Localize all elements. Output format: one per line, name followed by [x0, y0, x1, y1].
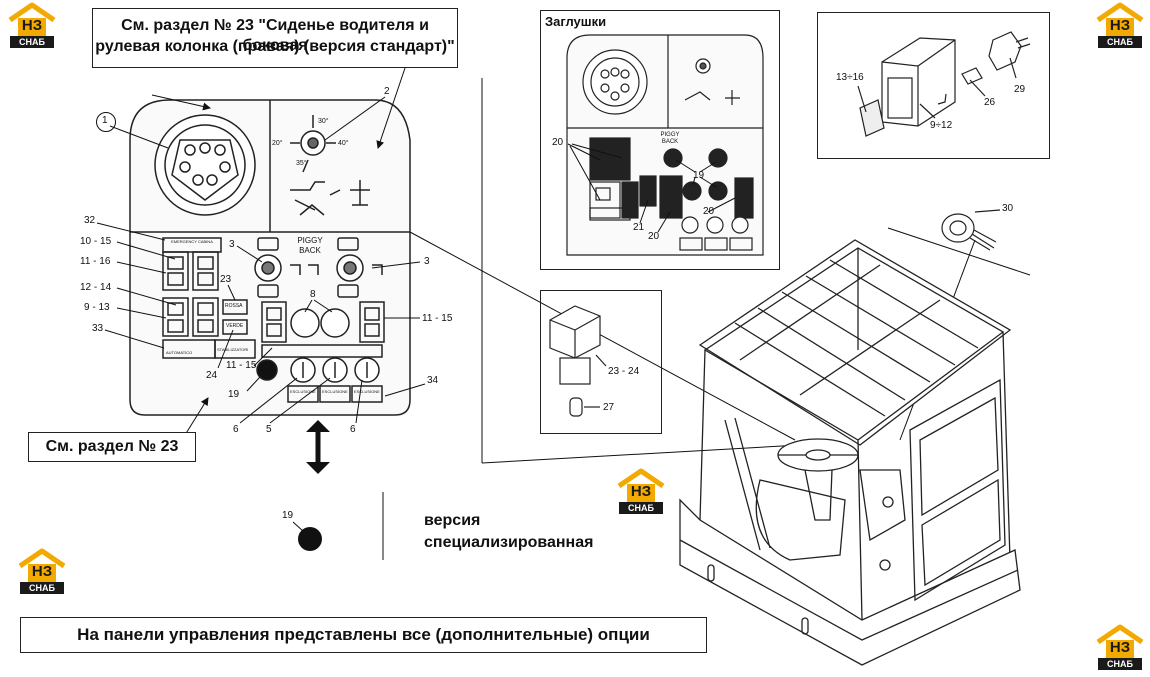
grommet-30-drawing	[941, 209, 1001, 251]
brand-logo-top-right: НЗ СНАБ	[1094, 2, 1146, 50]
panel-emergency-label: EMERGENCY CABINA	[164, 239, 220, 244]
angle-20: 20°	[272, 140, 283, 147]
callout-34: 34	[427, 375, 439, 386]
callout-33: 33	[92, 323, 104, 334]
panel-piggy-back-label: PIGGY BACK	[290, 236, 330, 256]
ref-seat-caption-box: См. раздел № 23 "Сиденье водителя и боко…	[92, 8, 458, 68]
knob-19-specialized	[292, 492, 384, 560]
callout-2: 2	[384, 86, 390, 97]
house-icon	[1096, 624, 1144, 670]
plugs-title: Заглушки	[545, 14, 607, 29]
logo-bottom-text: СНАБ	[19, 37, 45, 47]
callout-30: 30	[1002, 203, 1014, 214]
switch-callout-9-12: 9÷12	[930, 120, 953, 131]
panel-esclusione-3: ESCLUSIONE	[354, 389, 380, 394]
plugs-piggy-line2: BACK	[661, 139, 679, 145]
callout-23: 23	[220, 274, 232, 285]
piggy-line2: BACK	[299, 246, 321, 255]
switch-detail-box	[817, 12, 1050, 159]
callout-3a: 3	[229, 239, 235, 250]
control-panel-main	[129, 99, 411, 416]
plugs-piggy-back-label: PIGGY BACK	[655, 132, 685, 146]
brand-logo-center: НЗ СНАБ	[615, 468, 667, 516]
callout-11-15-bottom: 11 - 15	[226, 360, 257, 371]
callout-19: 19	[228, 389, 240, 400]
double-arrow-icon	[306, 420, 330, 474]
callout-3b: 3	[424, 256, 430, 267]
callout-5: 5	[266, 424, 272, 435]
panel-verde-label: VERDE	[226, 323, 244, 329]
switch-callout-29: 29	[1014, 84, 1026, 95]
cap-callout-23-24: 23 - 24	[608, 366, 640, 377]
brand-logo-bottom-right: НЗ СНАБ	[1094, 624, 1146, 672]
house-icon	[8, 2, 56, 48]
ref-seat-caption-line1: См. раздел № 23 "Сиденье водителя и боко…	[121, 17, 429, 54]
callout-9-13: 9 - 13	[84, 302, 110, 313]
angle-30: 30°	[318, 118, 329, 125]
main-panel-leaders	[96, 67, 426, 436]
callout-19-single: 19	[282, 510, 294, 521]
callout-8: 8	[310, 289, 316, 300]
emergency-word: EMERGENCY	[171, 239, 197, 244]
callout-11-16: 11 - 16	[80, 256, 111, 267]
logo-top-text: НЗ	[1109, 17, 1131, 34]
house-icon	[1096, 2, 1144, 48]
logo-top-text: НЗ	[21, 17, 43, 34]
panel-automatico-label: AUTOMATICO	[166, 350, 193, 355]
ref-section-caption-box: См. раздел № 23	[28, 432, 196, 462]
plugs-panel-leaders	[567, 143, 736, 233]
brand-logo-bottom-left: НЗ СНАБ	[16, 548, 68, 596]
house-icon	[617, 468, 665, 514]
logo-top-text: НЗ	[31, 563, 53, 580]
piggy-line1: PIGGY	[297, 236, 323, 245]
callout-32: 32	[84, 215, 96, 226]
logo-bottom-text: СНАБ	[1107, 37, 1133, 47]
angle-35: 35°	[296, 160, 307, 167]
ref-section-caption: См. раздел № 23	[45, 438, 179, 455]
ref-seat-caption-line2: рулевая колонка (правая) (версия стандар…	[95, 38, 455, 55]
brand-logo-top-left: НЗ СНАБ	[6, 2, 58, 50]
plugs-box: Заглушки	[540, 10, 780, 270]
plugs-callout-20c: 20	[648, 231, 660, 242]
plugs-panel-drawing	[566, 34, 764, 256]
logo-top-text: НЗ	[630, 483, 652, 500]
callout-24: 24	[206, 370, 218, 381]
plugs-callout-19: 19	[693, 170, 705, 181]
switch-detail-drawing	[857, 31, 1031, 137]
callout-10-15: 10 - 15	[80, 236, 112, 247]
switch-callout-26: 26	[984, 97, 996, 108]
callout-1-circle	[96, 112, 116, 132]
plugs-piggy-line1: PIGGY	[660, 132, 680, 138]
logo-bottom-text: СНАБ	[1107, 659, 1133, 669]
logo-bottom-text: СНАБ	[29, 583, 55, 593]
callout-12-14: 12 - 14	[80, 282, 112, 293]
plugs-callout-20a: 20	[552, 137, 564, 148]
angle-40: 40°	[338, 140, 349, 147]
callout-6a: 6	[233, 424, 239, 435]
cap-callout-27: 27	[603, 402, 615, 413]
cap-detail-box	[540, 290, 662, 434]
cab-drawing	[679, 239, 1021, 666]
panel-stabilizzatori-label: STABILIZZATORI	[217, 347, 249, 352]
footer-note-box: На панели управления представлены все (д…	[20, 617, 707, 653]
house-icon	[18, 548, 66, 594]
cap-detail-drawing	[549, 305, 607, 417]
panel-esclusione-2: ESCLUSIONE	[322, 389, 348, 394]
callout-6b: 6	[350, 424, 356, 435]
version-line1: версия	[424, 512, 481, 529]
footer-note: На панели управления представлены все (д…	[77, 625, 650, 644]
emergency-cab-word: CABINA	[197, 239, 213, 244]
switch-callout-13-16: 13÷16	[836, 72, 864, 83]
plugs-callout-21: 21	[633, 222, 645, 233]
logo-bottom-text: СНАБ	[628, 503, 654, 513]
panel-rossa-label: ROSSA	[225, 303, 243, 309]
plugs-callout-20b: 20	[703, 206, 715, 217]
callout-1: 1	[102, 115, 108, 126]
panel-esclusione-1: ESCLUSIONE	[290, 389, 316, 394]
version-specialized-label: версия специализированная	[424, 510, 593, 554]
logo-top-text: НЗ	[1109, 639, 1131, 656]
version-line2: специализированная	[424, 534, 594, 551]
callout-11-15-right: 11 - 15	[422, 313, 453, 324]
